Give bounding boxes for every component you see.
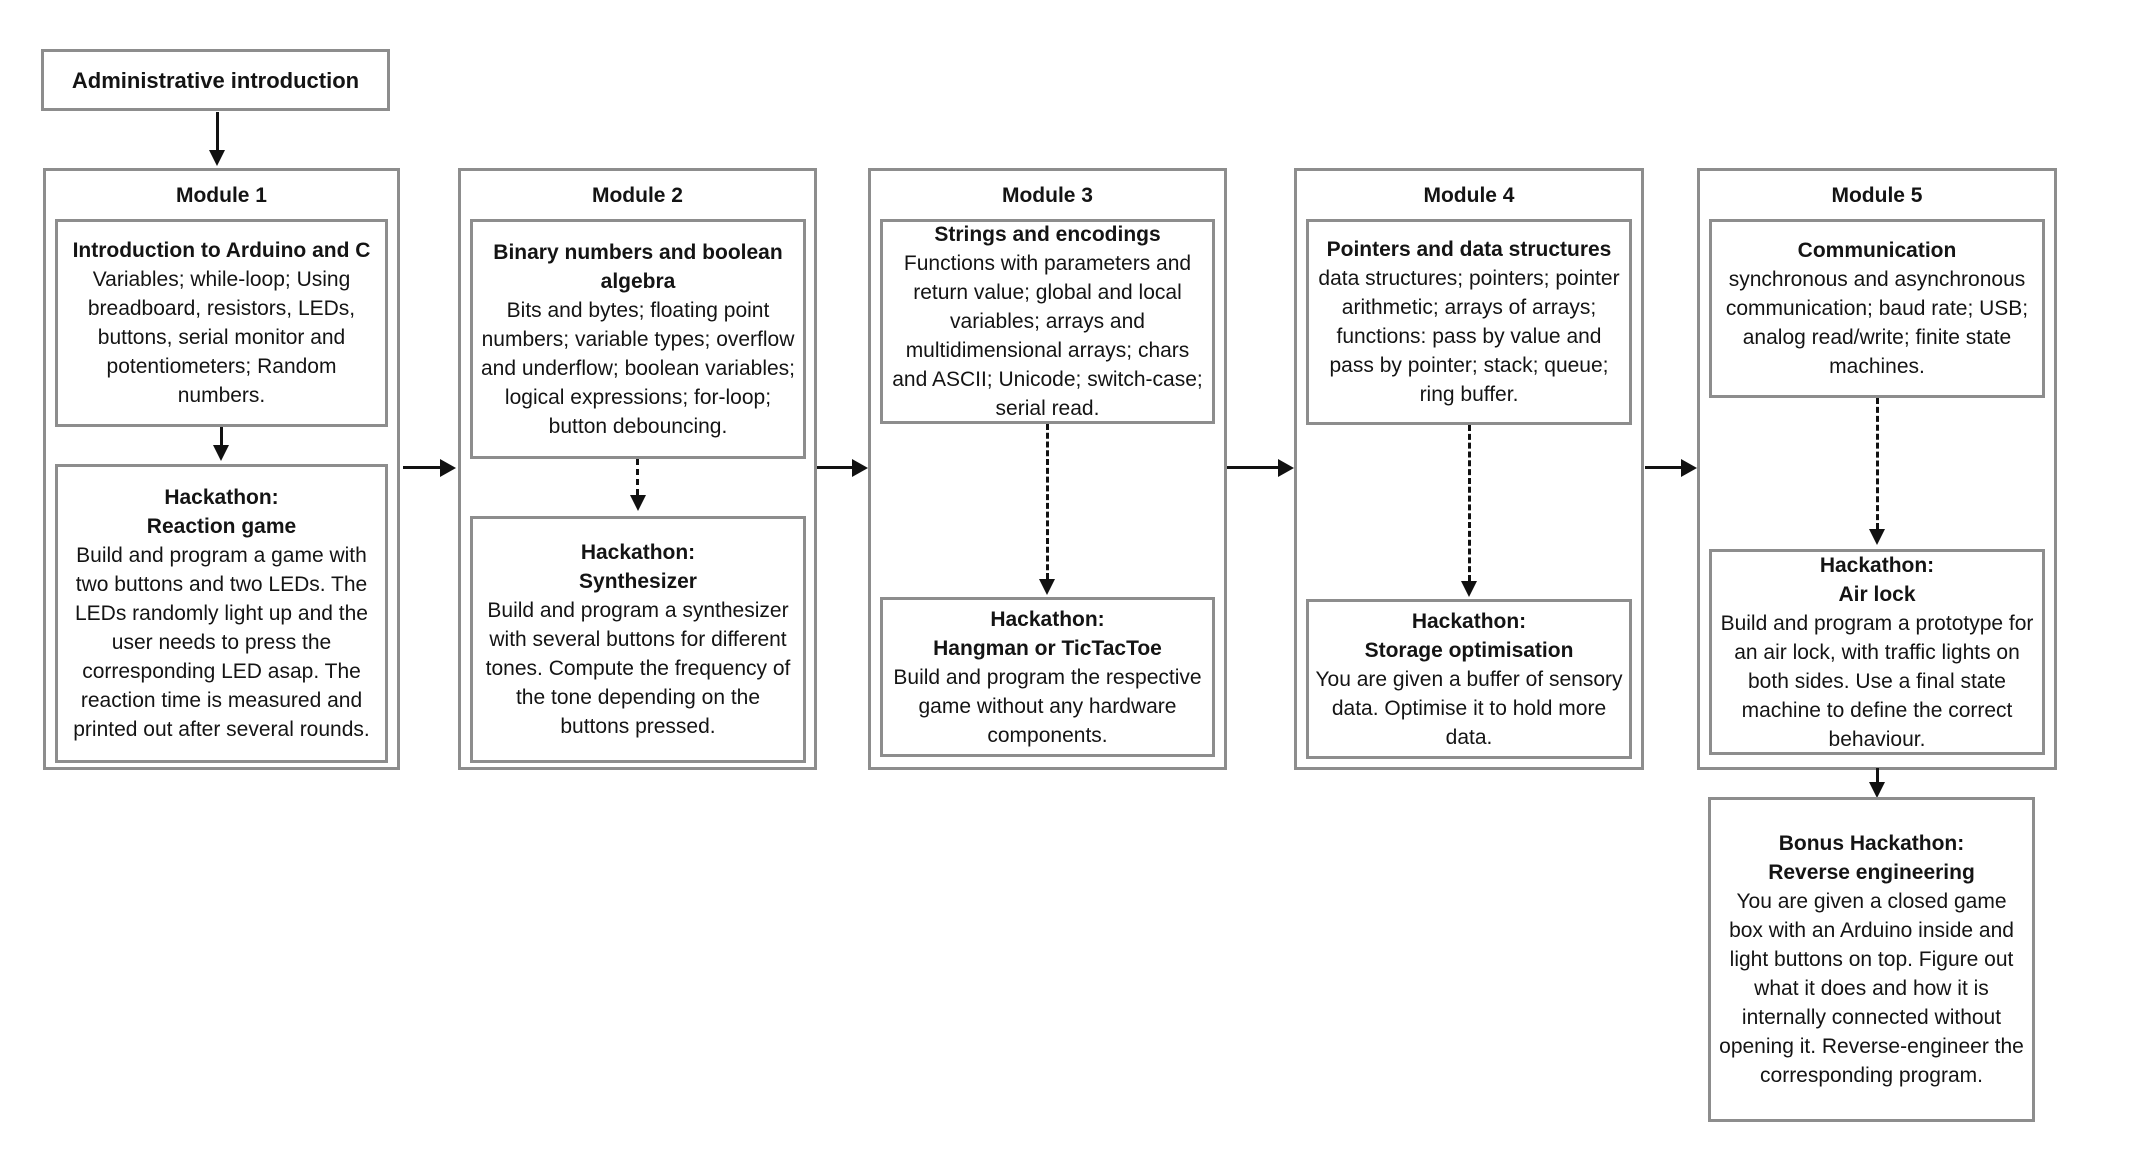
module-5-topic-box: Communication synchronous and asynchrono… bbox=[1709, 219, 2045, 398]
module-4-hackathon-body: You are given a buffer of sensory data. … bbox=[1315, 667, 1623, 749]
module-2-column: Module 2 Binary numbers and boolean alge… bbox=[458, 168, 817, 770]
module-4-title: Module 4 bbox=[1423, 184, 1515, 207]
arrowhead-right-icon bbox=[1681, 459, 1697, 477]
module-5-hackathon-name: Air lock bbox=[1838, 582, 1916, 606]
module-2-topic-box: Binary numbers and boolean algebra Bits … bbox=[470, 219, 806, 459]
module-3-topic-heading: Strings and encodings bbox=[934, 223, 1161, 246]
module-3-hackathon-label: Hackathon: bbox=[990, 607, 1105, 631]
module-1-hackathon-body: Build and program a game with two button… bbox=[73, 544, 370, 741]
module-2-topic-body: Bits and bytes; floating point numbers; … bbox=[480, 298, 796, 438]
bonus-hackathon-name: Reverse engineering bbox=[1768, 861, 1975, 884]
arrow-stem bbox=[1645, 466, 1681, 469]
module-2-hackathon-body: Build and program a synthesizer with sev… bbox=[485, 599, 791, 738]
arrowhead-right-icon bbox=[1278, 459, 1294, 477]
arrowhead-right-icon bbox=[440, 459, 456, 477]
arrowhead-down-icon bbox=[1869, 529, 1885, 545]
module-3-title: Module 3 bbox=[1001, 184, 1093, 207]
arrow-stem bbox=[817, 466, 852, 469]
module-1-hackathon-name: Reaction game bbox=[146, 515, 297, 538]
module-1-topic-box: Introduction to Arduino and C Variables;… bbox=[55, 219, 388, 427]
module-2-title: Module 2 bbox=[591, 184, 683, 207]
module-5-column: Module 5 Communication synchronous and a… bbox=[1697, 168, 2057, 770]
arrowhead-down-icon bbox=[1869, 782, 1885, 798]
module-2-hackathon-box: Hackathon: Synthesizer Build and program… bbox=[470, 516, 806, 763]
module-1-topic-body: Variables; while-loop; Using breadboard,… bbox=[87, 268, 356, 407]
module-1-hackathon-label: Hackathon: bbox=[164, 486, 279, 509]
module-4-topic-body: data structures; pointers; pointer arith… bbox=[1318, 267, 1620, 406]
module-5-title: Module 5 bbox=[1831, 184, 1923, 207]
module-5-hackathon-box: Hackathon: Air lock Build and program a … bbox=[1709, 549, 2045, 755]
module-1-title: Module 1 bbox=[175, 184, 267, 207]
intro-label: Administrative introduction bbox=[71, 67, 360, 93]
bonus-hackathon-body: You are given a closed game box with an … bbox=[1719, 890, 2024, 1087]
module-3-topic-body: Functions with parameters and return val… bbox=[892, 252, 1203, 420]
module-1-topic-heading: Introduction to Arduino and C bbox=[72, 239, 371, 262]
module-5-hackathon-label: Hackathon: bbox=[1819, 553, 1935, 577]
arrow-stem bbox=[1876, 398, 1879, 529]
arrow-stem bbox=[1876, 768, 1879, 782]
module-4-topic-box: Pointers and data structures data struct… bbox=[1306, 219, 1632, 425]
module-4-topic-heading: Pointers and data structures bbox=[1326, 238, 1612, 261]
arrow-stem bbox=[636, 459, 639, 495]
module-1-column: Module 1 Introduction to Arduino and C V… bbox=[43, 168, 400, 770]
bonus-hackathon-label: Bonus Hackathon: bbox=[1778, 832, 1965, 855]
module-5-topic-heading: Communication bbox=[1797, 239, 1957, 262]
arrow-stem bbox=[220, 427, 223, 445]
module-2-hackathon-name: Synthesizer bbox=[579, 570, 697, 593]
module-1-hackathon-box: Hackathon: Reaction game Build and progr… bbox=[55, 464, 388, 763]
module-4-hackathon-name: Storage optimisation bbox=[1364, 638, 1574, 662]
arrowhead-down-icon bbox=[1039, 579, 1055, 595]
arrowhead-down-icon bbox=[213, 445, 229, 461]
arrowhead-down-icon bbox=[1461, 581, 1477, 597]
bonus-hackathon-box: Bonus Hackathon: Reverse engineering You… bbox=[1708, 797, 2035, 1122]
arrowhead-right-icon bbox=[852, 459, 868, 477]
arrow-stem bbox=[1227, 466, 1278, 469]
module-2-hackathon-label: Hackathon: bbox=[580, 541, 696, 564]
module-4-hackathon-label: Hackathon: bbox=[1411, 609, 1527, 633]
arrow-stem bbox=[216, 112, 219, 150]
module-3-hackathon-body: Build and program the respective game wi… bbox=[893, 665, 1202, 747]
arrowhead-down-icon bbox=[630, 495, 646, 511]
module-2-topic-heading: Binary numbers and boolean algebra bbox=[493, 240, 783, 293]
intro-box: Administrative introduction bbox=[41, 49, 390, 111]
arrow-stem bbox=[403, 466, 440, 469]
module-5-topic-body: synchronous and asynchronous communicati… bbox=[1725, 268, 2029, 378]
module-4-hackathon-box: Hackathon: Storage optimisation You are … bbox=[1306, 599, 1632, 759]
arrowhead-down-icon bbox=[209, 150, 225, 166]
arrow-stem bbox=[1046, 424, 1049, 579]
module-5-hackathon-body: Build and program a prototype for an air… bbox=[1720, 611, 2034, 751]
module-3-hackathon-box: Hackathon: Hangman or TicTacToe Build an… bbox=[880, 597, 1215, 757]
module-3-topic-box: Strings and encodings Functions with par… bbox=[880, 219, 1215, 424]
module-3-hackathon-name: Hangman or TicTacToe bbox=[933, 636, 1162, 660]
arrow-stem bbox=[1468, 425, 1471, 581]
